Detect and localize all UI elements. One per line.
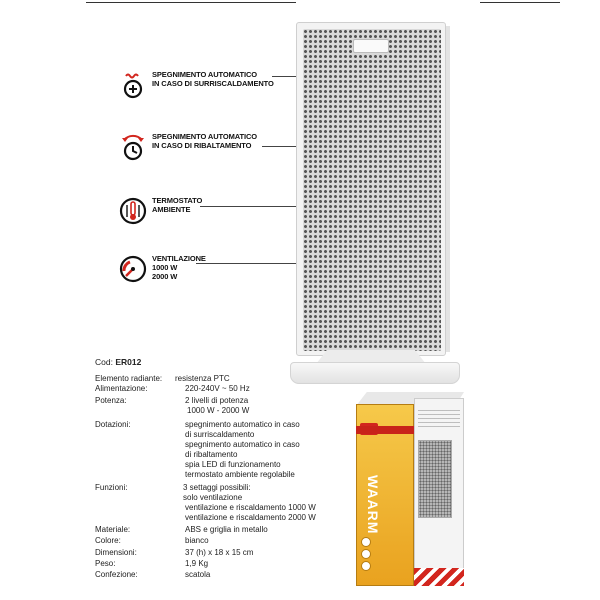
feature-tip-over: SPEGNIMENTO AUTOMATICO IN CASO DI RIBALT… bbox=[118, 132, 257, 162]
spec-value: bianco bbox=[185, 536, 209, 545]
spec-label: Dimensioni: bbox=[95, 548, 137, 557]
feature-line: IN CASO DI SURRISCALDAMENTO bbox=[152, 79, 274, 88]
spec-label: Confezione: bbox=[95, 570, 138, 579]
spec-value: 2 livelli di potenza bbox=[185, 396, 249, 405]
spec-value: solo ventilazione bbox=[183, 493, 243, 502]
leader-line bbox=[200, 206, 296, 207]
overheat-thermometer-icon bbox=[118, 70, 148, 100]
heater-side bbox=[446, 26, 450, 352]
heater-body bbox=[296, 22, 446, 356]
box-heater-photo bbox=[418, 440, 452, 518]
spec-label: Colore: bbox=[95, 536, 121, 545]
box-badge-icon bbox=[361, 549, 371, 559]
box-feature-icons bbox=[361, 535, 411, 573]
box-red-stripe bbox=[356, 426, 414, 434]
spec-label: Funzioni: bbox=[95, 483, 128, 492]
feature-line: AMBIENTE bbox=[152, 205, 191, 214]
product-code: Cod: ER012 bbox=[95, 357, 141, 367]
spec-value: 3 settaggi possibili: bbox=[183, 483, 251, 492]
feature-line: 1000 W bbox=[152, 263, 178, 272]
spec-value: ABS e griglia in metallo bbox=[185, 525, 268, 534]
feature-line: IN CASO DI RIBALTAMENTO bbox=[152, 141, 252, 150]
leader-line bbox=[262, 146, 296, 147]
spec-value: di surriscaldamento bbox=[185, 430, 255, 439]
packaging-box-image: WAARM bbox=[356, 392, 466, 588]
spec-value: 37 (h) x 18 x 15 cm bbox=[185, 548, 254, 557]
box-side-text bbox=[418, 410, 460, 430]
spec-label: Materiale: bbox=[95, 525, 131, 534]
heater-neck bbox=[316, 350, 426, 364]
top-rule bbox=[86, 2, 296, 3]
feature-ventilation: VENTILAZIONE 1000 W 2000 W bbox=[118, 254, 206, 284]
spec-label: Potenza: bbox=[95, 396, 127, 405]
spec-value: spegnimento automatico in caso bbox=[185, 440, 300, 449]
spec-value: resistenza PTC bbox=[175, 374, 230, 383]
feature-line: SPEGNIMENTO AUTOMATICO bbox=[152, 132, 258, 141]
tip-over-icon bbox=[118, 132, 148, 162]
feature-line: TERMOSTATO bbox=[152, 196, 203, 205]
thermostat-icon bbox=[118, 196, 148, 226]
top-rule-right bbox=[480, 2, 560, 3]
spec-value: spia LED di funzionamento bbox=[185, 460, 281, 469]
heater-grille bbox=[303, 29, 441, 351]
feature-line: SPEGNIMENTO AUTOMATICO bbox=[152, 70, 258, 79]
heater-image bbox=[296, 22, 450, 358]
spec-value: ventilazione e riscaldamento 1000 W bbox=[185, 503, 316, 512]
spec-value: scatola bbox=[185, 570, 211, 579]
spec-label: Dotazioni: bbox=[95, 420, 131, 429]
fan-gauge-icon bbox=[118, 254, 148, 284]
feature-line: VENTILAZIONE bbox=[152, 254, 206, 263]
spec-label: Alimentazione: bbox=[95, 384, 148, 393]
box-badge-icon bbox=[361, 537, 371, 547]
leader-line bbox=[272, 76, 296, 77]
box-badge-icon bbox=[361, 561, 371, 571]
heater-control-panel bbox=[353, 39, 389, 53]
product-code-label: Cod: bbox=[95, 357, 113, 367]
spec-value: di ribaltamento bbox=[185, 450, 238, 459]
spec-value: 1000 W - 2000 W bbox=[187, 406, 250, 415]
box-brand: WAARM bbox=[365, 475, 381, 535]
spec-label: Elemento radiante: bbox=[95, 374, 163, 383]
product-code-value: ER012 bbox=[115, 357, 142, 367]
spec-value: 220-240V ~ 50 Hz bbox=[185, 384, 250, 393]
feature-thermostat: TERMOSTATO AMBIENTE bbox=[118, 196, 202, 226]
spec-label: Peso: bbox=[95, 559, 116, 568]
spec-value: termostato ambiente regolabile bbox=[185, 470, 295, 479]
feature-line: 2000 W bbox=[152, 272, 178, 281]
spec-value: ventilazione e riscaldamento 2000 W bbox=[185, 513, 316, 522]
spec-value: 1,9 Kg bbox=[185, 559, 209, 568]
feature-overheat: SPEGNIMENTO AUTOMATICO IN CASO DI SURRIS… bbox=[118, 70, 274, 100]
box-side-stripes bbox=[414, 568, 464, 586]
leader-line bbox=[196, 263, 296, 264]
heater-base bbox=[290, 362, 460, 384]
spec-value: spegnimento automatico in caso bbox=[185, 420, 300, 429]
